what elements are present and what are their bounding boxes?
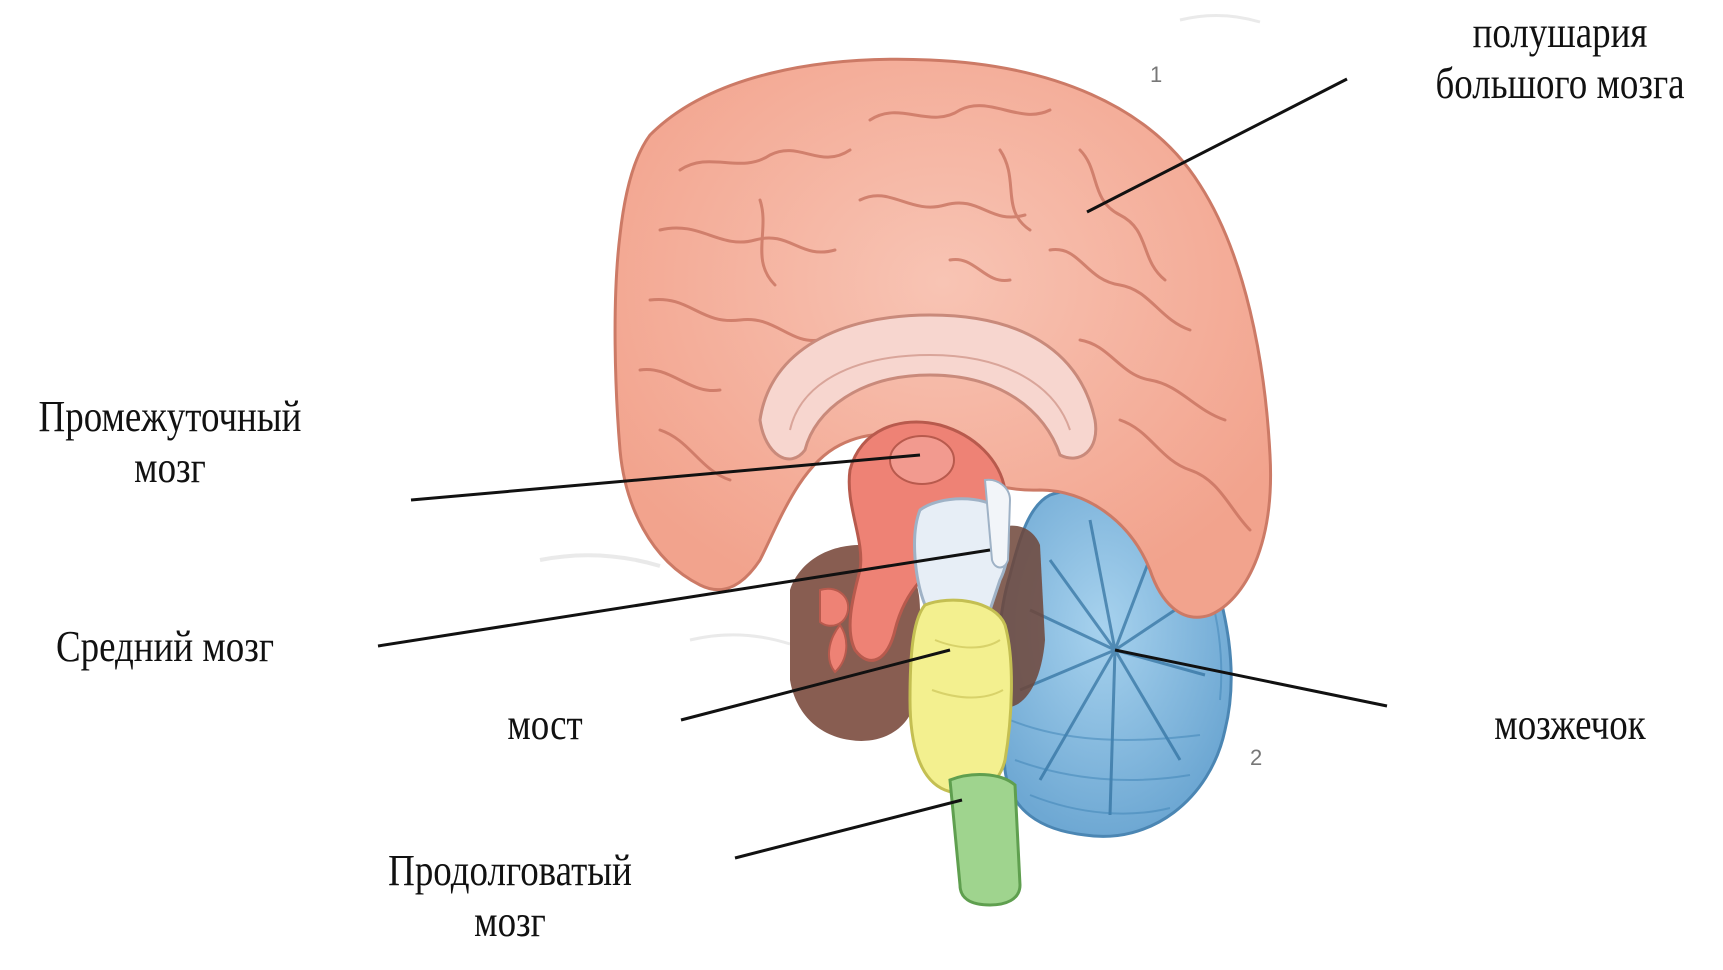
label-pons-line1: мост (482, 700, 608, 751)
label-cerebellum: мозжечок (1461, 700, 1679, 751)
label-diencephalon-line1: Промежуточный (27, 392, 313, 443)
label-diencephalon-line2: мозг (27, 443, 313, 494)
leader-line-medulla (735, 800, 962, 858)
figure-marker-1: 1 (1150, 62, 1162, 87)
label-cerebellum-line1: мозжечок (1461, 700, 1679, 751)
label-cerebral-hemispheres-line2: большого мозга (1409, 59, 1711, 110)
pons-shape (910, 600, 1011, 794)
label-midbrain: Средний мозг (26, 622, 303, 673)
label-medulla-oblongata-line2: мозг (367, 897, 653, 948)
label-cerebral-hemispheres-line1: полушария (1409, 8, 1711, 59)
medulla-shape (950, 775, 1020, 905)
label-diencephalon: Промежуточный мозг (27, 392, 313, 493)
label-medulla-oblongata-line1: Продолговатый (367, 846, 653, 897)
label-medulla-oblongata: Продолговатый мозг (367, 846, 653, 947)
label-midbrain-line1: Средний мозг (26, 622, 303, 673)
label-cerebral-hemispheres: полушария большого мозга (1409, 8, 1711, 109)
label-pons: мост (482, 700, 608, 751)
figure-marker-2: 2 (1250, 745, 1262, 770)
